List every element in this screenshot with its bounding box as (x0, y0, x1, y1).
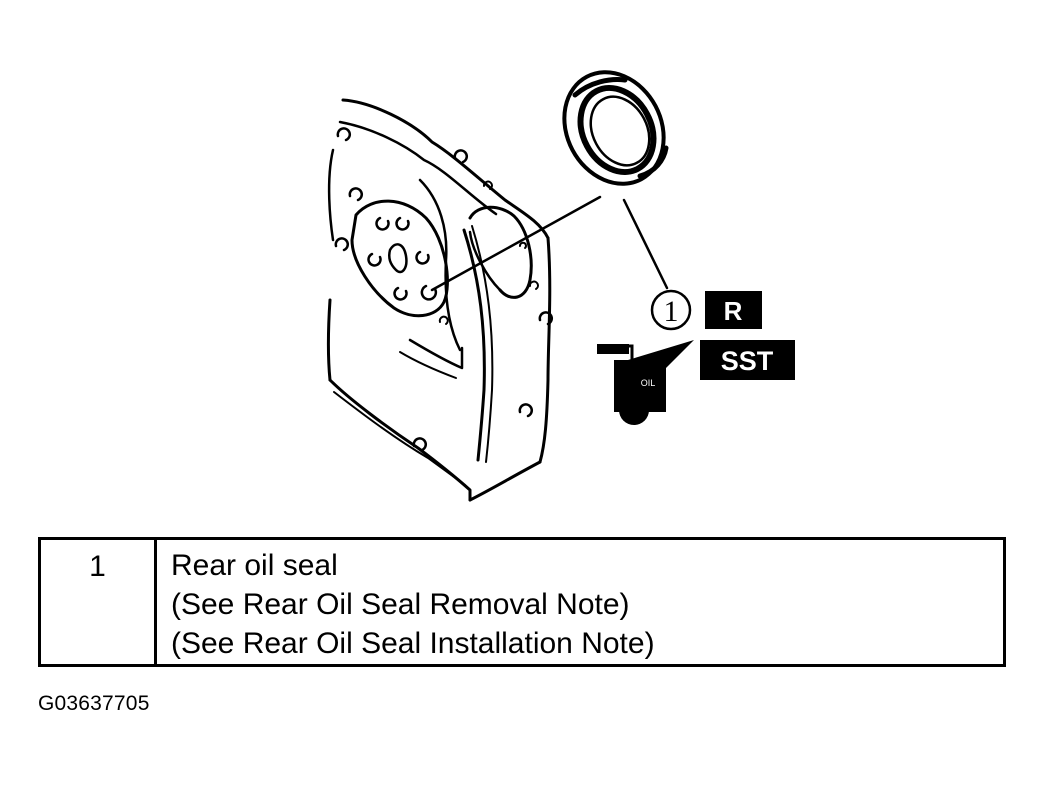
legend-item-name: Rear oil seal (171, 549, 338, 582)
replace-part-tag-label: R (724, 296, 743, 326)
rear-oil-seal-drawing (562, 70, 669, 186)
removal-note-reference: (See Rear Oil Seal Removal Note) (171, 588, 630, 621)
rear-oil-seal-illustration: 1 R OIL SST (327, 70, 795, 502)
oil-can-label: OIL (641, 378, 656, 388)
replace-part-tag (705, 291, 762, 329)
figure-code: G03637705 (38, 692, 150, 715)
callout-leader-lines (430, 195, 669, 292)
callout-circle (650, 289, 692, 331)
engine-block-drawing (327, 98, 553, 502)
oil-can-icon: OIL (597, 340, 694, 425)
installation-note-reference: (See Rear Oil Seal Installation Note) (171, 627, 655, 660)
special-service-tool-tag (700, 340, 795, 380)
callout-number: 1 (664, 295, 679, 328)
legend-item-description: Rear oil seal (See Rear Oil Seal Removal… (154, 537, 1006, 667)
special-service-tool-tag-label: SST (721, 346, 774, 376)
legend-item-number: 1 (38, 537, 157, 667)
table-row: 1 Rear oil seal (See Rear Oil Seal Remov… (38, 537, 1006, 667)
legend-table: 1 Rear oil seal (See Rear Oil Seal Remov… (38, 537, 1006, 667)
